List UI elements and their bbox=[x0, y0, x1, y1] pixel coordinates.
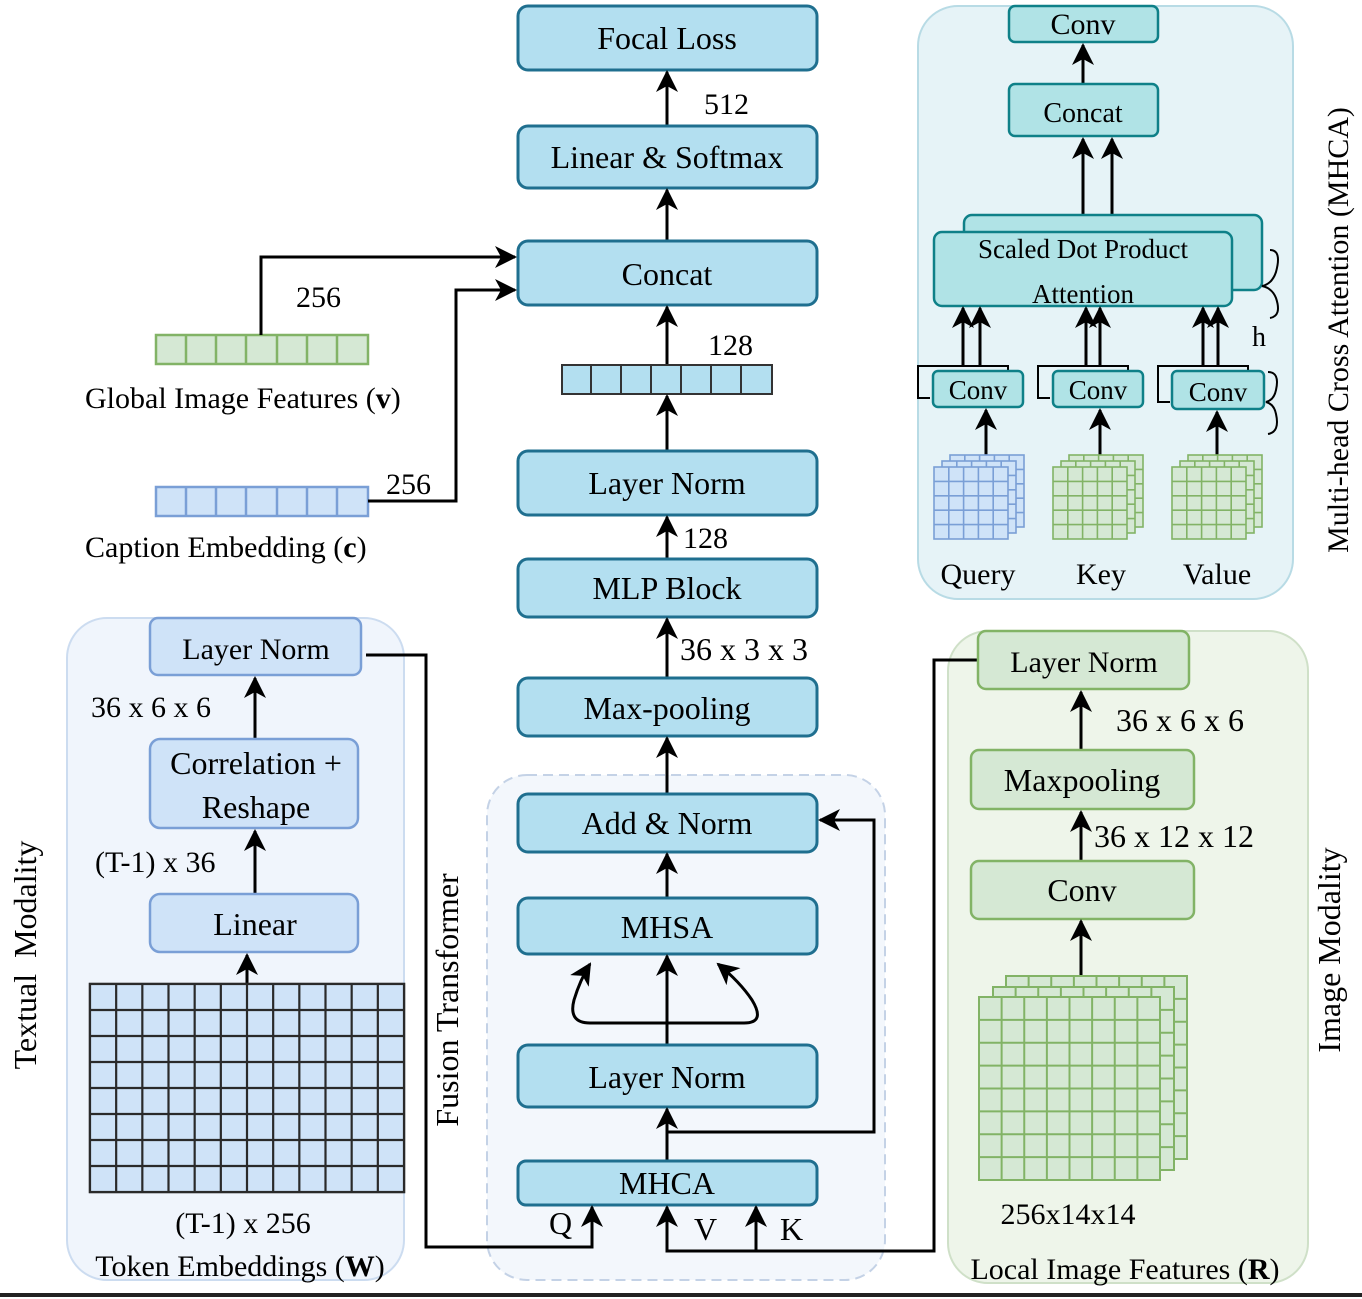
linear-softmax-box: Linear & Softmax bbox=[516, 124, 819, 190]
h-label: h bbox=[1252, 322, 1266, 353]
dim-256-caption-label: 256 bbox=[386, 468, 431, 501]
concat-box: Concat bbox=[516, 239, 819, 307]
fusion-transformer-label: Fusion Transformer bbox=[429, 873, 465, 1127]
residual-skip-connection bbox=[667, 809, 876, 1134]
textual-modality-label: Textual Modality bbox=[7, 841, 43, 1070]
value-cube bbox=[1171, 454, 1263, 540]
layer-norm-top-label: Layer Norm bbox=[588, 465, 745, 501]
global-image-features-vector bbox=[154, 333, 370, 366]
maxpooling-box: Maxpooling bbox=[969, 748, 1196, 811]
textual-dim-t256-label: (T-1) x 256 bbox=[175, 1207, 311, 1240]
conv-k-label: Conv bbox=[1069, 375, 1128, 405]
k-label: K bbox=[780, 1211, 803, 1247]
h-brace bbox=[1261, 249, 1279, 319]
concat-label: Concat bbox=[622, 256, 713, 292]
mhca-box: MHCA bbox=[516, 1159, 819, 1207]
token-embeddings-grid bbox=[88, 982, 406, 1194]
image-layer-norm-box: Layer Norm bbox=[976, 629, 1191, 691]
conv-k-box: Conv bbox=[1037, 365, 1145, 409]
conv-q-box: Conv bbox=[917, 365, 1025, 409]
global-image-features-label: Global Image Features (v) bbox=[85, 382, 401, 415]
textual-dim-t36-label: (T-1) x 36 bbox=[95, 846, 216, 879]
dim-128-label: 128 bbox=[683, 522, 728, 555]
image-dim-256x14x14-label: 256x14x14 bbox=[1001, 1198, 1136, 1231]
vector-128 bbox=[561, 364, 773, 395]
query-label: Query bbox=[941, 558, 1016, 591]
key-cube bbox=[1052, 454, 1144, 540]
arrow-ln-to-mhsa-left bbox=[570, 962, 667, 1025]
local-image-features-stack bbox=[978, 975, 1188, 1181]
mhca-label: MHCA bbox=[619, 1165, 715, 1201]
mhca-concat-box: Concat bbox=[1007, 82, 1160, 138]
image-conv-box: Conv bbox=[969, 859, 1196, 921]
value-label: Value bbox=[1183, 558, 1251, 591]
conv-q-label: Conv bbox=[949, 375, 1008, 405]
dim-128-top-label: 128 bbox=[708, 329, 753, 362]
dim-256-global-label: 256 bbox=[296, 281, 341, 314]
image-modality-label: Image Modality bbox=[1311, 847, 1347, 1052]
token-embeddings-label: Token Embeddings (W) bbox=[95, 1250, 385, 1283]
focal-loss-label: Focal Loss bbox=[597, 20, 737, 56]
layer-norm-fusion-label: Layer Norm bbox=[588, 1059, 745, 1095]
linear-label: Linear bbox=[213, 906, 297, 942]
key-label: Key bbox=[1076, 558, 1126, 591]
image-layer-norm-label: Layer Norm bbox=[1010, 646, 1157, 679]
add-norm-label: Add & Norm bbox=[582, 805, 753, 841]
local-image-features-label: Local Image Features (R) bbox=[970, 1253, 1279, 1286]
dim-36x3x3-label: 36 x 3 x 3 bbox=[680, 631, 808, 667]
image-dim-36x6x6-label: 36 x 6 x 6 bbox=[1116, 702, 1244, 738]
textual-dim-36x6x6-label: 36 x 6 x 6 bbox=[91, 691, 211, 724]
linear-box: Linear bbox=[148, 892, 360, 954]
query-cube bbox=[933, 454, 1025, 540]
mlp-block-box: MLP Block bbox=[516, 557, 819, 619]
textual-layer-norm-box: Layer Norm bbox=[148, 616, 363, 677]
textual-layer-norm-label: Layer Norm bbox=[182, 633, 329, 666]
caption-embedding-label: Caption Embedding (c) bbox=[85, 531, 367, 564]
h-brace-conv bbox=[1265, 371, 1278, 435]
mhsa-box: MHSA bbox=[516, 896, 819, 956]
conv-v-box: Conv bbox=[1157, 365, 1266, 411]
mhca-title-label: Multi-head Cross Attention (MHCA) bbox=[1322, 107, 1355, 553]
add-norm-box: Add & Norm bbox=[516, 792, 819, 854]
sdpa-box: Scaled Dot Product Attention bbox=[932, 213, 1264, 309]
maxpooling-label: Maxpooling bbox=[1004, 762, 1160, 798]
correlation-line1: Correlation + bbox=[170, 745, 342, 781]
arrow-global-to-concat bbox=[259, 246, 517, 335]
arrow-ln-to-mhsa-right bbox=[667, 962, 759, 1025]
sdpa-line2: Attention bbox=[1032, 279, 1134, 309]
mhca-conv-top-box: Conv bbox=[1007, 4, 1160, 44]
image-conv-label: Conv bbox=[1047, 872, 1116, 908]
mhsa-label: MHSA bbox=[621, 909, 713, 945]
mhca-concat-label: Concat bbox=[1043, 98, 1123, 129]
max-pooling-label: Max-pooling bbox=[583, 690, 750, 726]
arrow-image-to-vk bbox=[656, 658, 978, 1253]
dim-512-label: 512 bbox=[704, 88, 749, 121]
conv-v-label: Conv bbox=[1189, 377, 1248, 407]
linear-softmax-label: Linear & Softmax bbox=[551, 139, 784, 175]
correlation-line2: Reshape bbox=[202, 789, 310, 825]
focal-loss-box: Focal Loss bbox=[516, 4, 819, 72]
image-dim-36x12x12-label: 36 x 12 x 12 bbox=[1094, 818, 1254, 854]
arrow-caption-to-concat bbox=[368, 279, 517, 503]
correlation-reshape-box: Correlation + Reshape bbox=[148, 737, 360, 830]
layer-norm-top-box: Layer Norm bbox=[516, 449, 819, 517]
sdpa-line1: Scaled Dot Product bbox=[978, 234, 1188, 264]
q-label: Q bbox=[549, 1205, 572, 1241]
arrow-textual-to-q bbox=[366, 653, 603, 1249]
layer-norm-fusion-box: Layer Norm bbox=[516, 1043, 819, 1109]
caption-embedding-vector bbox=[154, 485, 370, 518]
mhca-conv-top-label: Conv bbox=[1050, 8, 1115, 41]
v-label: V bbox=[694, 1211, 717, 1247]
mlp-block-label: MLP Block bbox=[592, 570, 741, 606]
max-pooling-box: Max-pooling bbox=[516, 676, 819, 738]
